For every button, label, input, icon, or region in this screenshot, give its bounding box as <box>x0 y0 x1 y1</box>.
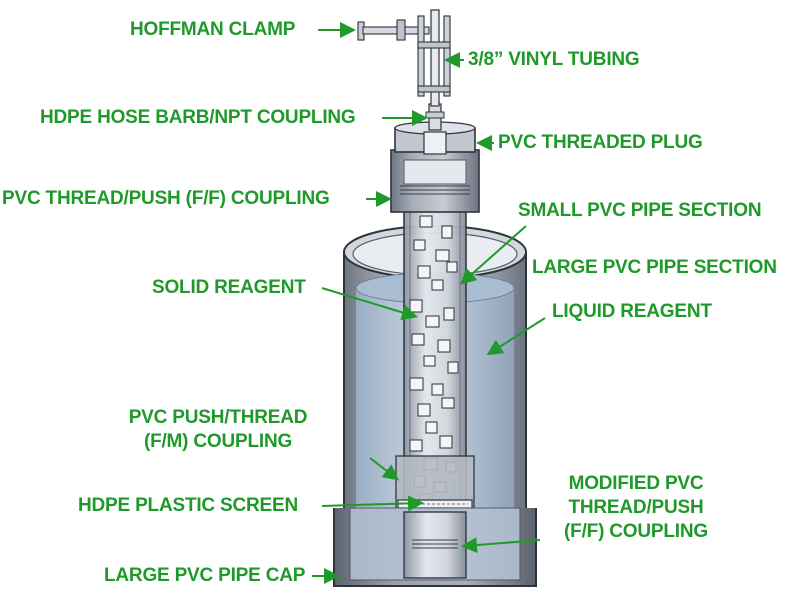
label-plastic-screen: HDPE PLASTIC SCREEN <box>78 495 299 516</box>
label-push-thread-coupling-line1: PVC PUSH/THREAD <box>128 407 308 428</box>
label-push-thread-coupling-line2: (F/M) COUPLING <box>143 431 293 452</box>
arrow-lines <box>312 22 546 584</box>
label-large-pipe: LARGE PVC PIPE SECTION <box>532 257 777 278</box>
vinyl-tubing <box>430 9 440 107</box>
label-solid-reagent: SOLID REAGENT <box>152 277 306 298</box>
label-threaded-plug: PVC THREADED PLUG <box>498 132 703 153</box>
label-thread-push-coupling: PVC THREAD/PUSH (F/F) COUPLING <box>2 188 330 209</box>
label-liquid-reagent: LIQUID REAGENT <box>552 301 712 322</box>
label-modified-coupling-line3: (F/F) COUPLING <box>564 521 708 542</box>
label-hoffman-clamp: HOFFMAN CLAMP <box>130 19 296 40</box>
hose-barb-coupling <box>425 103 445 131</box>
label-push-thread-coupling: PVC PUSH/THREAD (F/M) COUPLING <box>108 406 328 454</box>
thread-push-coupling <box>390 149 480 213</box>
label-modified-coupling-line1: MODIFIED PVC <box>568 473 704 494</box>
label-small-pipe: SMALL PVC PIPE SECTION <box>518 200 762 221</box>
label-modified-coupling-line2: THREAD/PUSH <box>568 497 704 518</box>
large-pvc-pipe-cap <box>333 507 537 587</box>
label-pipe-cap: LARGE PVC PIPE CAP <box>104 565 306 586</box>
label-modified-coupling: MODIFIED PVC THREAD/PUSH (F/F) COUPLING <box>536 472 736 544</box>
label-hose-barb: HDPE HOSE BARB/NPT COUPLING <box>40 107 356 128</box>
solid-reagent-pieces <box>409 215 459 503</box>
label-vinyl-tubing: 3/8” VINYL TUBING <box>468 49 640 70</box>
